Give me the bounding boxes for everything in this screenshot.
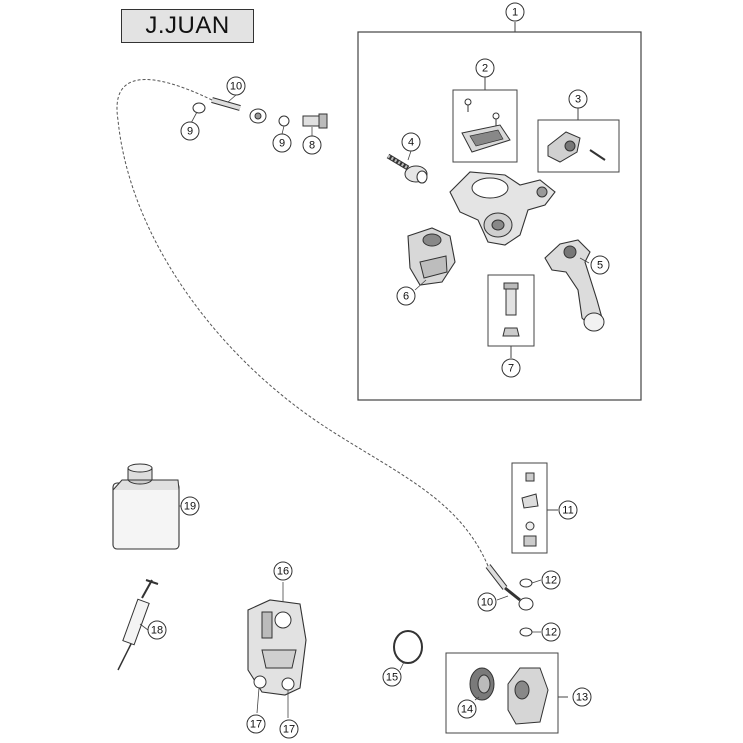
- callout-3: 3: [568, 89, 588, 109]
- callout-circle: [475, 58, 495, 78]
- callout-circle: [457, 699, 477, 719]
- callout-circle: [568, 89, 588, 109]
- callout-12: 12: [541, 622, 561, 642]
- callout-number: 4: [408, 137, 414, 149]
- callout-9: 9: [180, 121, 200, 141]
- callout-10: 10: [477, 592, 497, 612]
- callout-number: 17: [283, 724, 295, 736]
- cover-kit-box: [452, 77, 518, 163]
- hose-fitting-top: [211, 97, 267, 124]
- callout-number: 13: [576, 692, 588, 704]
- slave-cylinder-box: [445, 652, 568, 734]
- callout-15: 15: [382, 667, 402, 687]
- callout-circle: [279, 719, 299, 739]
- callout-number: 8: [309, 140, 315, 152]
- callout-number: 10: [481, 597, 493, 609]
- callout-circle: [382, 667, 402, 687]
- callout-number: 9: [279, 138, 285, 150]
- brake-hose-line: [116, 79, 489, 567]
- o-ring-part: [393, 630, 423, 664]
- callout-2: 2: [475, 58, 495, 78]
- callout-number: 3: [575, 94, 581, 106]
- callout-circle: [501, 358, 521, 378]
- callout-12: 12: [541, 570, 561, 590]
- callout-number: 19: [184, 501, 196, 513]
- brake-fluid-can-part: [112, 463, 180, 550]
- lever-bracket-box: [537, 107, 620, 173]
- syringe-part: [117, 579, 159, 671]
- callout-number: 2: [482, 63, 488, 75]
- leader-lines: [139, 94, 590, 718]
- callout-circle: [541, 570, 561, 590]
- callout-9: 9: [272, 133, 292, 153]
- callout-number: 12: [545, 627, 557, 639]
- callout-number: 10: [230, 81, 242, 93]
- callout-number: 7: [508, 363, 514, 375]
- callout-number: 18: [151, 625, 163, 637]
- banjo-bolt-part: [302, 113, 328, 129]
- callout-number: 16: [277, 566, 289, 578]
- callout-14: 14: [457, 699, 477, 719]
- sealing-ring-part: [519, 627, 533, 637]
- callout-number: 6: [403, 291, 409, 303]
- callout-17: 17: [279, 719, 299, 739]
- callout-4: 4: [401, 132, 421, 152]
- callout-circle: [273, 561, 293, 581]
- callout-10: 10: [226, 76, 246, 96]
- callout-number: 17: [250, 719, 262, 731]
- callout-number: 1: [512, 7, 518, 19]
- callout-circle: [302, 135, 322, 155]
- callout-number: 9: [187, 126, 193, 138]
- callout-circle: [572, 687, 592, 707]
- callout-18: 18: [147, 620, 167, 640]
- sealing-ring-part: [278, 115, 290, 127]
- callout-circle: [180, 121, 200, 141]
- page-title: J.JUAN: [121, 9, 254, 43]
- callout-circle: [541, 622, 561, 642]
- callout-circle: [505, 2, 525, 22]
- master-cylinder-body-part: [449, 171, 556, 246]
- callout-circle: [477, 592, 497, 612]
- callout-number: 15: [386, 672, 398, 684]
- clamp-part: [407, 227, 456, 286]
- callout-number: 14: [461, 704, 473, 716]
- callout-circle: [558, 500, 578, 520]
- sealing-ring-part: [192, 102, 206, 114]
- callout-circle: [396, 286, 416, 306]
- callout-circle: [180, 496, 200, 516]
- bleeder-kit-box: [511, 462, 558, 554]
- callout-circle: [147, 620, 167, 640]
- master-cylinder-assembly-frame: [357, 22, 642, 401]
- callout-17: 17: [246, 714, 266, 734]
- callout-19: 19: [180, 496, 200, 516]
- callout-number: 5: [597, 260, 603, 272]
- callout-5: 5: [590, 255, 610, 275]
- brake-caliper-part: [247, 599, 307, 696]
- adjuster-bolt-part: [386, 153, 428, 184]
- callout-16: 16: [273, 561, 293, 581]
- brake-lever-part: [544, 239, 605, 332]
- callout-1: 1: [505, 2, 525, 22]
- callout-7: 7: [501, 358, 521, 378]
- callout-8: 8: [302, 135, 322, 155]
- callout-number: 11: [562, 505, 573, 517]
- sealing-ring-part: [519, 578, 533, 588]
- piston-kit-box: [487, 274, 535, 358]
- callout-circle: [401, 132, 421, 152]
- callout-circle: [226, 76, 246, 96]
- callout-circle: [246, 714, 266, 734]
- callout-13: 13: [572, 687, 592, 707]
- hose-fitting-bottom: [485, 564, 534, 611]
- callout-circle: [590, 255, 610, 275]
- callout-6: 6: [396, 286, 416, 306]
- callout-11: 11: [558, 500, 578, 520]
- callout-circle: [272, 133, 292, 153]
- callout-number: 12: [545, 575, 557, 587]
